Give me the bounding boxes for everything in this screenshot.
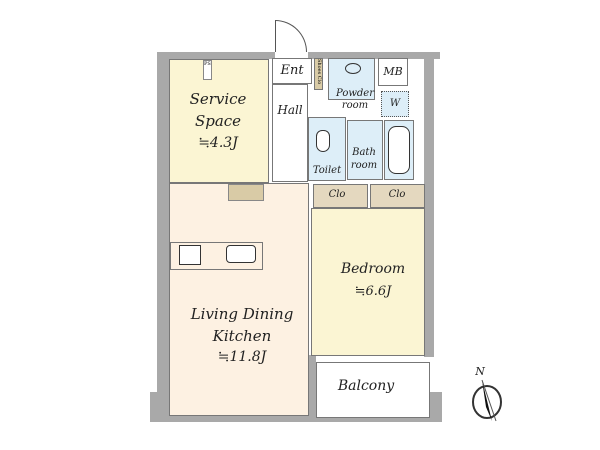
ldk-area: ≒11.8J bbox=[217, 349, 267, 365]
wall-bottom bbox=[150, 416, 442, 422]
service-space bbox=[169, 59, 269, 183]
bedroom-area: ≒6.6J bbox=[354, 284, 392, 299]
bedroom-label: Bedroom bbox=[340, 261, 406, 277]
service-space-area: ≒4.3J bbox=[198, 135, 238, 151]
closet-1 bbox=[313, 184, 368, 208]
entrance-door[interactable] bbox=[275, 20, 307, 52]
bath-room bbox=[347, 120, 383, 180]
powder-room-label-2: room bbox=[341, 100, 369, 111]
washer-space bbox=[381, 91, 409, 117]
toilet bbox=[308, 117, 346, 181]
bath-room-label-2: room bbox=[350, 160, 378, 171]
toilet-label: Toilet bbox=[312, 165, 342, 176]
powder-room-label: Powder bbox=[335, 88, 375, 99]
bedroom bbox=[311, 208, 425, 356]
wall-right bbox=[424, 52, 434, 357]
entrance bbox=[272, 58, 312, 84]
washer-label: W bbox=[389, 98, 401, 109]
entrance-label: Ent bbox=[280, 63, 304, 78]
wall-top-right bbox=[308, 52, 440, 59]
service-space-label-2: Space bbox=[194, 112, 242, 130]
compass: N bbox=[470, 365, 510, 425]
shoe-closet: Shoes Clo bbox=[314, 58, 323, 90]
closet-2-label: Clo bbox=[388, 189, 406, 200]
living-dining-kitchen bbox=[169, 183, 309, 416]
ldk-label: Living Dining bbox=[190, 305, 294, 323]
compass-north-label: N bbox=[475, 365, 485, 378]
meter-box-label: MB bbox=[383, 65, 403, 78]
balcony-label: Balcony bbox=[337, 378, 395, 394]
wall-top-left bbox=[157, 52, 275, 59]
wall-left bbox=[157, 52, 169, 422]
compass-arrow-icon bbox=[472, 379, 502, 422]
meter-box bbox=[378, 58, 408, 86]
bathtub-icon bbox=[388, 126, 410, 174]
balcony bbox=[316, 362, 430, 418]
hall-label: Hall bbox=[277, 103, 303, 117]
wall-balcony-side bbox=[308, 355, 316, 417]
stove-icon bbox=[179, 245, 201, 265]
closet-2 bbox=[370, 184, 425, 208]
toilet-icon bbox=[316, 130, 330, 152]
hall bbox=[272, 84, 308, 182]
closet-1-label: Clo bbox=[328, 189, 346, 200]
storage-niche bbox=[228, 184, 264, 201]
pipe-space: PS bbox=[203, 60, 212, 80]
bath-room-label: Bath bbox=[352, 147, 376, 158]
service-space-label: Service bbox=[189, 90, 247, 108]
sink-icon bbox=[345, 63, 361, 74]
kitchen-sink-icon bbox=[226, 245, 256, 263]
ldk-label-2: Kitchen bbox=[212, 327, 272, 345]
